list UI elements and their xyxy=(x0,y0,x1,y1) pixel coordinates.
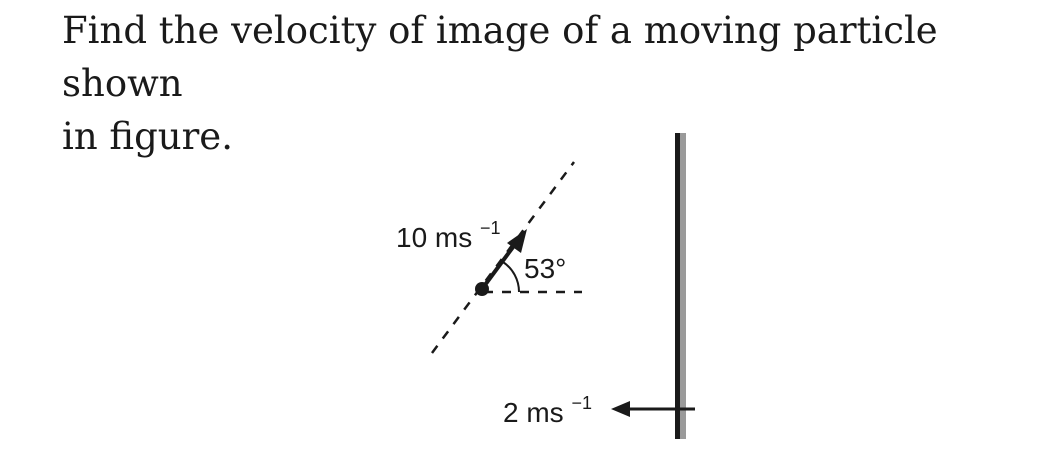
question-line-1: Find the velocity of image of a moving p… xyxy=(62,9,938,105)
question-line-2: in figure. xyxy=(62,115,233,158)
mirror-speed-label: 2 ms −1 xyxy=(503,393,592,428)
angle-arc xyxy=(502,261,521,293)
mirror-shadow xyxy=(680,133,686,439)
mirror-velocity-arrowhead xyxy=(611,401,630,417)
particle-velocity-arrowhead xyxy=(507,229,527,253)
angle-label: 53° xyxy=(524,253,566,284)
motion-path-dashed-line xyxy=(430,161,576,354)
question-text: Find the velocity of image of a moving p… xyxy=(62,4,1037,163)
particle-speed-label: 10 ms −1 xyxy=(396,218,501,253)
particle-velocity-arrow xyxy=(480,241,518,291)
particle-dot xyxy=(475,282,489,296)
plane-mirror xyxy=(675,133,680,439)
